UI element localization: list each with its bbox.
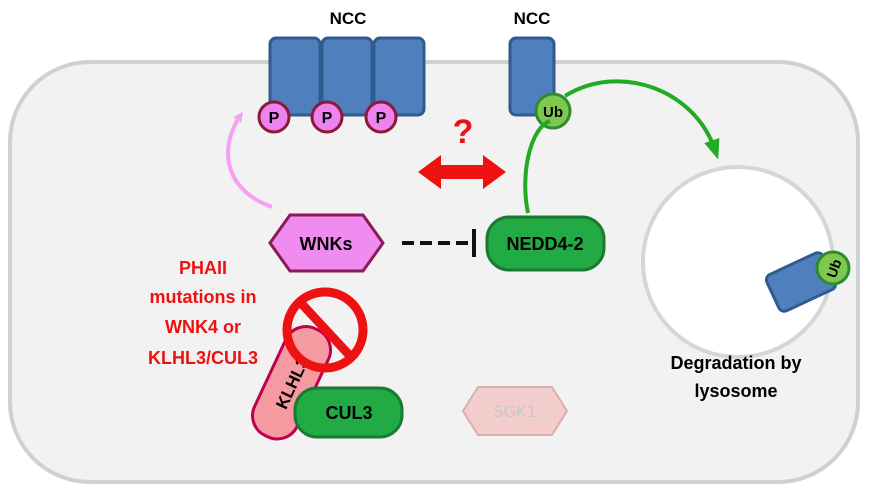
wnks-hexagon: [268, 213, 385, 273]
sgk1-label: SGK1: [493, 402, 536, 421]
phaii-mutations-text: PHAII mutations in WNK4 or KLHL3/CUL3: [148, 258, 258, 368]
cul3-label: CUL3: [325, 403, 372, 423]
nedd4-2-label: NEDD4-2: [506, 234, 583, 254]
phosphorylation-icon: [310, 100, 344, 134]
phosphorylation-arrow: [226, 111, 273, 209]
ubiquitin-label: Ub: [543, 104, 563, 121]
phaii-line3: WNK4 or: [165, 317, 241, 337]
degradation-label-line2: lysosome: [694, 381, 777, 401]
sgk1-hexagon: [461, 386, 569, 436]
wnks-label: WNKs: [300, 234, 353, 254]
ncc-right-label: NCC: [514, 9, 551, 28]
nedd4-2-protein: [485, 215, 606, 272]
phospho-label: P: [269, 110, 280, 127]
phosphorylation-icon: [257, 100, 291, 134]
ncc-subunit: [372, 36, 426, 117]
phosphorylation-icon: [364, 100, 398, 134]
phospho-group: P P P: [257, 100, 398, 134]
cul3-protein: [293, 386, 404, 439]
ubiquitin-icon: [815, 250, 851, 286]
ubiquitination-arc: [523, 119, 551, 214]
prohibition-icon: [282, 287, 368, 373]
ncc-left-group: NCC: [268, 9, 426, 117]
degradation-label-line1: Degradation by: [670, 353, 801, 373]
ncc-subunit: [268, 36, 322, 117]
phaii-line4: KLHL3/CUL3: [148, 348, 258, 368]
phaii-line1: PHAII: [179, 258, 227, 278]
phaii-line2: mutations in: [150, 287, 257, 307]
ncc-left-label: NCC: [330, 9, 367, 28]
question-mark: ?: [453, 113, 474, 151]
degradation-arrow: [563, 79, 720, 160]
double-arrow-icon: [418, 155, 506, 189]
ncc-right-group: NCC Ub: [508, 9, 572, 130]
phospho-label: P: [322, 110, 333, 127]
phospho-label: P: [376, 110, 387, 127]
cell-body: [8, 60, 860, 484]
ubiquitin-icon: [534, 92, 572, 130]
ncc-subunit: [320, 36, 374, 117]
ubiquitin-label: Ub: [823, 257, 844, 280]
